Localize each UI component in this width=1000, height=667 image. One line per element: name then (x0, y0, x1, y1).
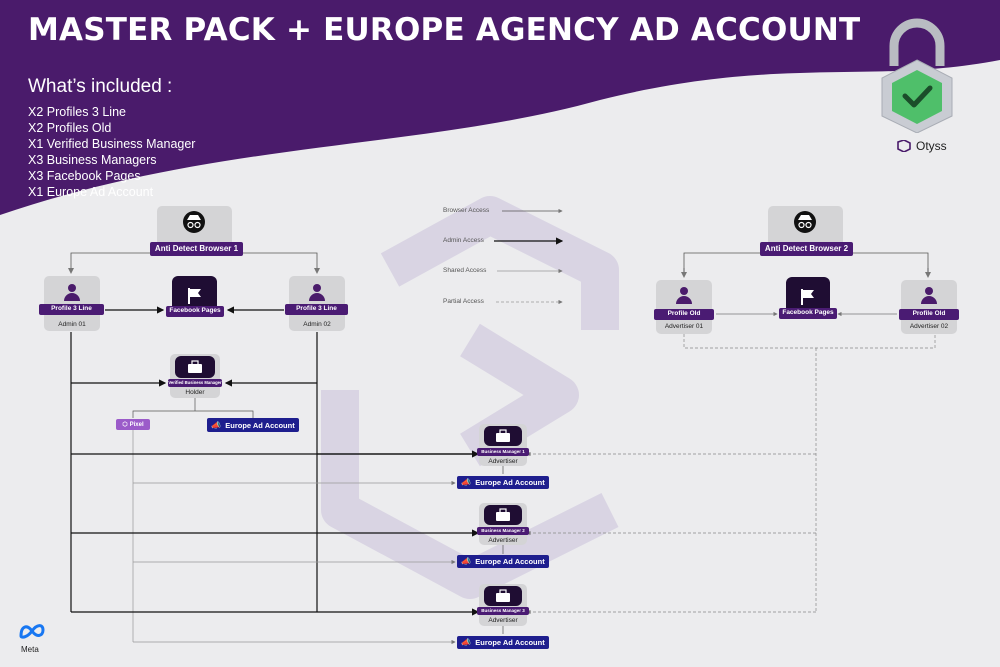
user-icon (309, 284, 325, 301)
bm-role: Advertiser (488, 537, 518, 544)
pages-label: Facebook Pages (166, 306, 224, 317)
ad-account-label: Europe Ad Account (475, 557, 545, 566)
ad-account-label: Europe Ad Account (225, 420, 295, 430)
flag-icon (801, 289, 814, 305)
included-item: X3 Business Managers (28, 153, 157, 167)
ad-account-card: 📣 Europe Ad Account (457, 476, 549, 489)
meta-logo-icon (19, 624, 45, 639)
ad-account-label: Europe Ad Account (475, 638, 545, 647)
megaphone-icon: 📣 (461, 557, 472, 566)
briefcase-tile (484, 426, 522, 446)
ad-account-label: Europe Ad Account (475, 478, 545, 487)
otyss-brand: Otyss (896, 139, 947, 153)
briefcase-icon (188, 360, 202, 373)
profile-role: Advertiser 02 (909, 323, 949, 330)
included-item: X3 Facebook Pages (28, 169, 141, 183)
bm-label: Business Manager 1 (477, 448, 529, 456)
page-title: MASTER PACK + EUROPE AGENCY AD ACCOUNT (28, 12, 861, 48)
included-heading: What’s included : (28, 76, 173, 97)
profile-label: Profile Old (899, 309, 959, 320)
included-item: X1 Europe Ad Account (28, 185, 154, 199)
included-list: X2 Profiles 3 Line X2 Profiles Old X1 Ve… (28, 104, 195, 200)
user-icon (64, 284, 80, 301)
included-item: X1 Verified Business Manager (28, 137, 196, 151)
padlock-icon (881, 18, 953, 133)
briefcase-tile (484, 505, 522, 525)
profile-role: Admin 02 (303, 321, 331, 328)
pixel-tag: ⬡ Pixel (116, 419, 150, 430)
browser-tag-right: Anti Detect Browser 2 (760, 242, 853, 256)
header-banner (0, 0, 1000, 215)
verified-bm-label: Verified Business Manager (168, 379, 222, 387)
incognito-icon (183, 211, 205, 233)
user-icon (921, 287, 937, 304)
legend-partial-access: Partial Access (443, 298, 484, 305)
megaphone-icon: 📣 (211, 420, 222, 430)
bm-role: Advertiser (488, 458, 518, 465)
briefcase-icon (496, 429, 510, 442)
verified-bm-role: Holder (185, 389, 205, 396)
ad-account-card: 📣 Europe Ad Account (457, 636, 549, 649)
brand-name: Otyss (916, 139, 947, 153)
profile-label: Profile 3 Line (39, 304, 104, 315)
pixel-label: Pixel (129, 421, 144, 428)
user-icon (676, 287, 692, 304)
legend-shared-access: Shared Access (443, 267, 487, 274)
profile-role: Advertiser 01 (664, 323, 704, 330)
profile-label: Profile Old (654, 309, 714, 320)
megaphone-icon: 📣 (461, 478, 472, 487)
ad-account-card: 📣 Europe Ad Account (457, 555, 549, 568)
briefcase-tile (175, 356, 215, 378)
pages-label: Facebook Pages (779, 308, 837, 319)
bm-label: Business Manager 3 (477, 607, 529, 615)
flag-icon (187, 288, 201, 304)
included-item: X2 Profiles Old (28, 121, 112, 135)
megaphone-icon: 📣 (461, 638, 472, 647)
profile-label: Profile 3 Line (285, 304, 348, 315)
bm-role: Advertiser (488, 617, 518, 624)
profile-role: Admin 01 (58, 321, 86, 328)
meta-label: Meta (21, 645, 39, 654)
bm-label: Business Manager 2 (477, 527, 529, 535)
briefcase-tile (484, 586, 522, 606)
browser-tag-left: Anti Detect Browser 1 (150, 242, 243, 256)
briefcase-icon (496, 508, 510, 521)
legend-browser-access: Browser Access (443, 207, 490, 214)
briefcase-icon (496, 589, 510, 602)
included-item: X2 Profiles 3 Line (28, 105, 126, 119)
otyss-logo-icon (897, 140, 911, 152)
incognito-icon (794, 211, 816, 233)
ad-account-card: 📣 Europe Ad Account (207, 418, 299, 432)
pixel-icon: ⬡ (122, 422, 128, 428)
legend-admin-access: Admin Access (443, 237, 484, 244)
